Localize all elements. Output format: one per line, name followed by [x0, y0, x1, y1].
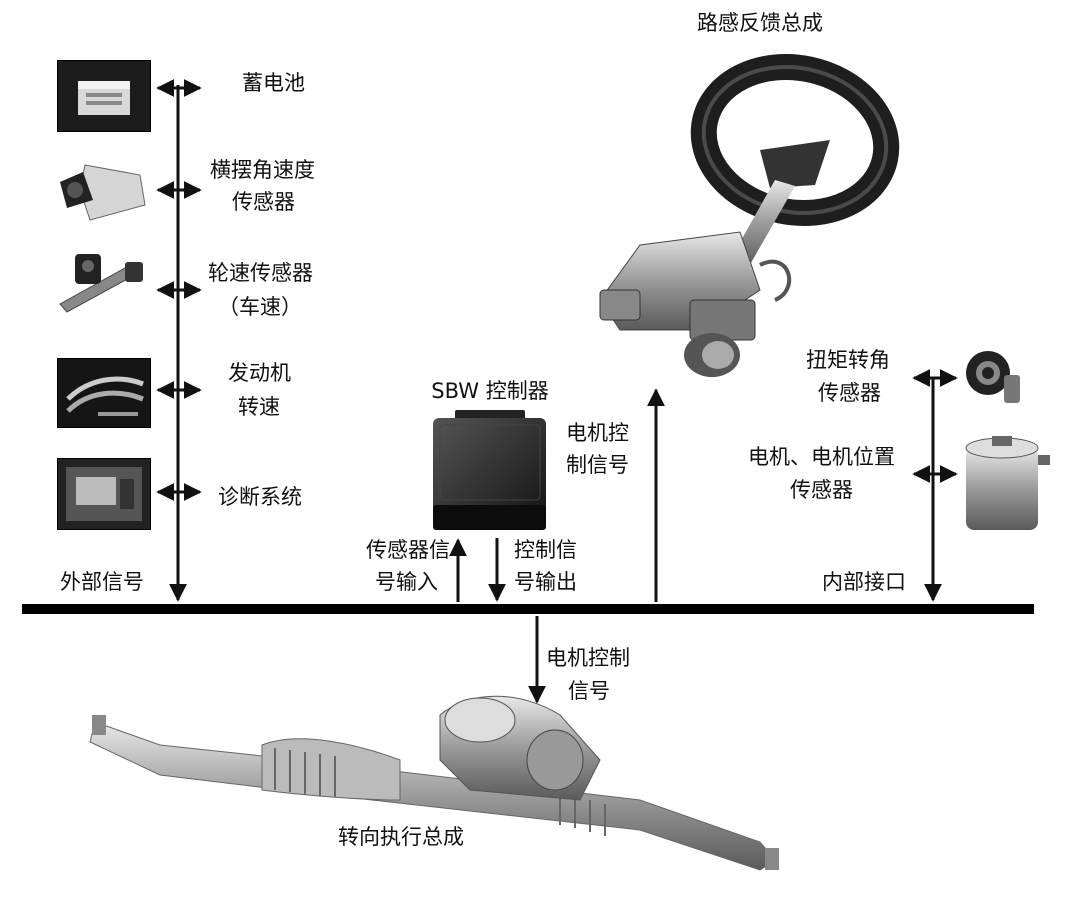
right-branches [912, 369, 958, 483]
engine-speed-label-line1: 发动机 [228, 361, 291, 385]
external-signal-label: 外部信号 [60, 570, 144, 594]
sensor-input-label-line2: 号输入 [375, 570, 438, 594]
sbw-controller-label: SBW 控制器 [431, 379, 549, 403]
road-feel-feedback-assembly-image [599, 54, 900, 377]
diagnostic-system-label: 诊断系统 [218, 485, 302, 509]
steering-actuator-assembly-image [89, 695, 779, 871]
engine-speed-image [57, 358, 151, 428]
motor-signal-bottom-label-line2: 信号 [568, 679, 610, 703]
motor-position-sensor-label-line2: 传感器 [790, 478, 853, 502]
steering-actuator-assembly-label: 转向执行总成 [338, 825, 464, 849]
yaw-rate-sensor-image [55, 150, 150, 225]
control-output-label-line1: 控制信 [514, 538, 577, 562]
diagnostic-system-image [57, 458, 151, 530]
battery-image [57, 60, 151, 132]
torque-angle-sensor-image [966, 351, 1020, 403]
motor-signal-top-label-line2: 制信号 [566, 453, 629, 477]
sensor-input-label-line1: 传感器信 [366, 538, 450, 562]
control-output-label-line2: 号输出 [514, 570, 577, 594]
yaw-rate-sensor-label-line1: 横摆角速度 [210, 158, 315, 182]
wheel-speed-sensor-label-line2: （车速） [218, 295, 302, 319]
internal-interface-label: 内部接口 [822, 570, 906, 594]
wheel-speed-sensor-image [55, 246, 147, 316]
motor-position-sensor-label-line1: 电机、电机位置 [748, 445, 895, 469]
road-feel-feedback-assembly-label: 路感反馈总成 [697, 11, 823, 35]
engine-speed-label-line2: 转速 [238, 395, 280, 419]
left-branches [156, 79, 202, 501]
main-bus [22, 604, 1034, 614]
sbw-controller-image [433, 410, 546, 530]
torque-angle-sensor-label-line1: 扭矩转角 [806, 348, 890, 372]
wheel-speed-sensor-label-line1: 轮速传感器 [208, 261, 313, 285]
motor-position-sensor-image [965, 436, 1050, 530]
motor-signal-bottom-label-line1: 电机控制 [546, 646, 630, 670]
motor-signal-top-label-line1: 电机控 [566, 421, 629, 445]
torque-angle-sensor-label-line2: 传感器 [818, 381, 881, 405]
battery-label: 蓄电池 [242, 71, 305, 95]
yaw-rate-sensor-label-line2: 传感器 [232, 190, 295, 214]
